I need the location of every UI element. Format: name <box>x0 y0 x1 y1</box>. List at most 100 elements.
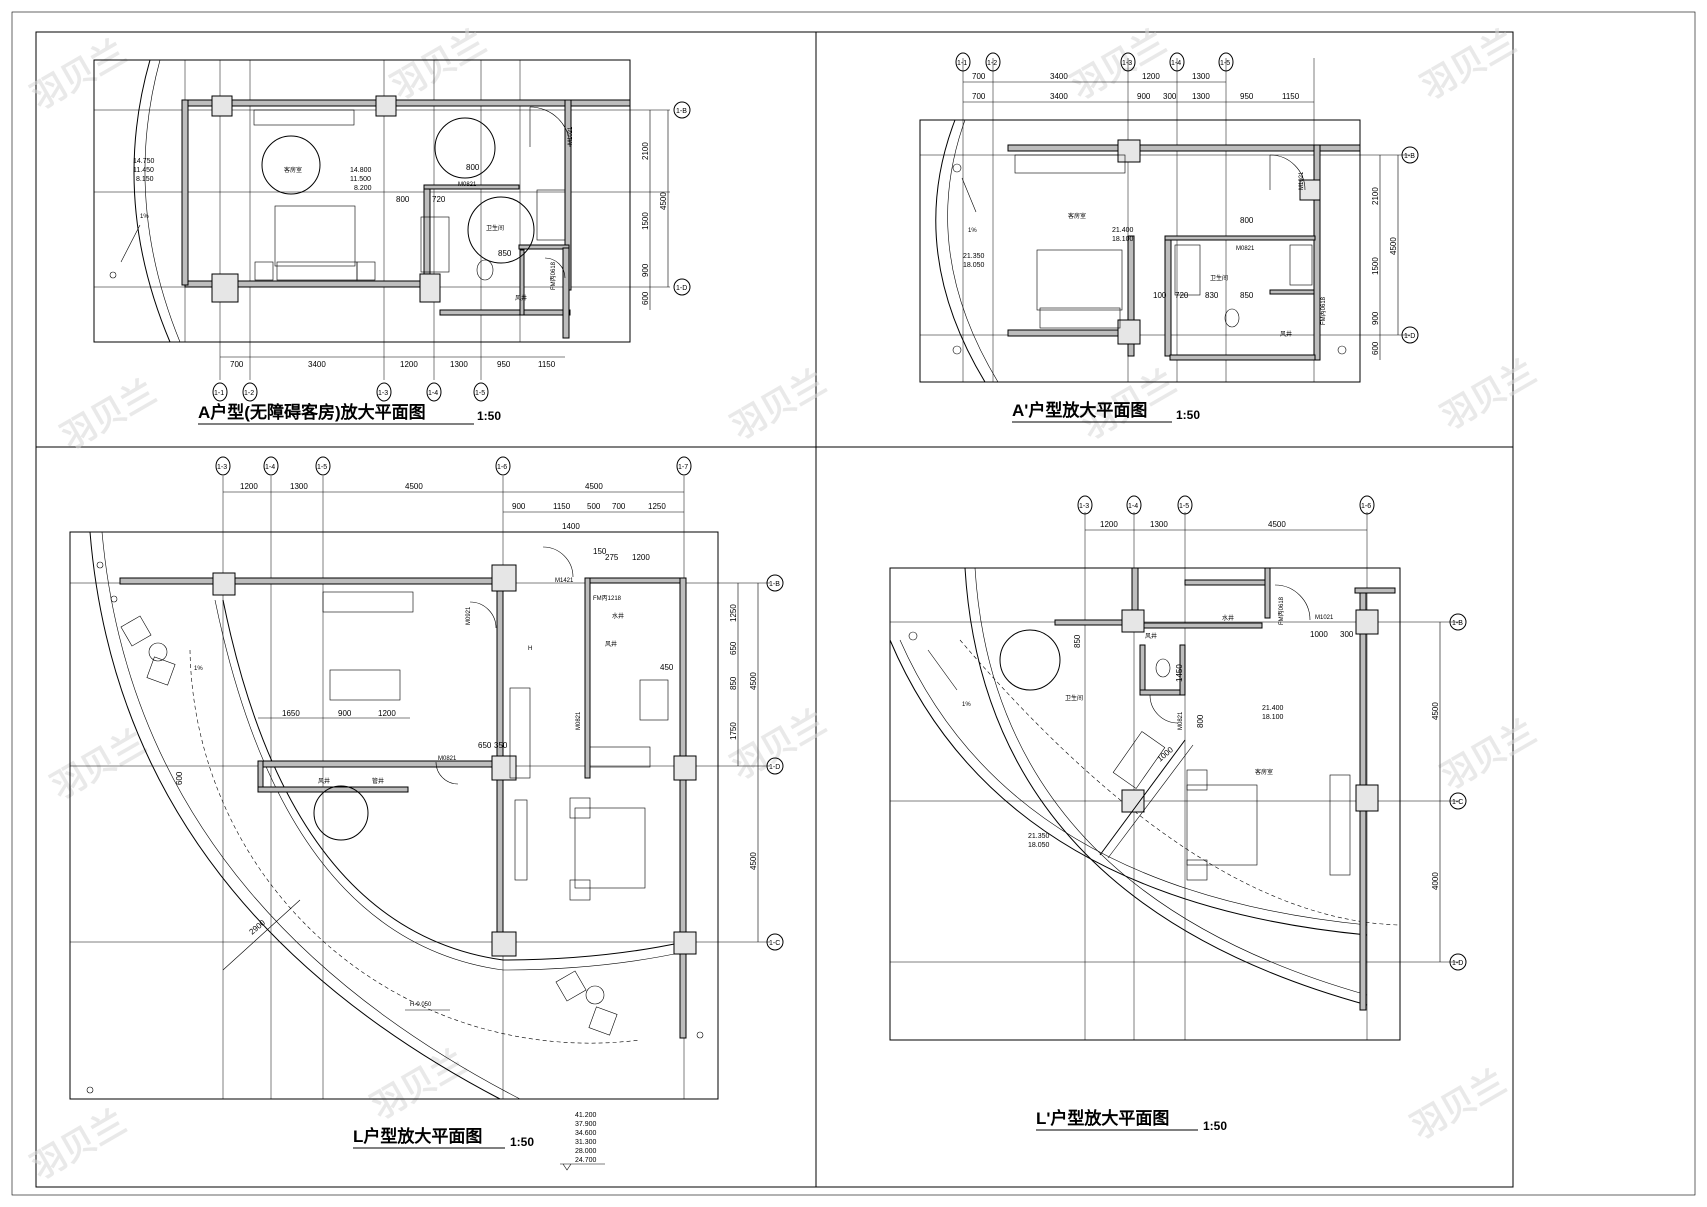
svg-text:管井: 管井 <box>372 777 384 785</box>
svg-text:1500: 1500 <box>1371 257 1380 275</box>
svg-text:客房室: 客房室 <box>1068 212 1086 220</box>
svg-text:风井: 风井 <box>1280 330 1292 338</box>
svg-text:2900: 2900 <box>248 918 268 937</box>
svg-text:700: 700 <box>230 360 244 369</box>
svg-text:720: 720 <box>432 195 446 204</box>
svg-text:1-B: 1-B <box>676 108 687 115</box>
svg-text:950: 950 <box>1240 92 1254 101</box>
svg-text:1-6: 1-6 <box>1361 503 1371 510</box>
svg-text:FM丙0618: FM丙0618 <box>1320 296 1327 325</box>
svg-text:1200: 1200 <box>378 709 396 718</box>
svg-text:1%: 1% <box>140 214 149 220</box>
svg-text:1500: 1500 <box>641 212 650 230</box>
svg-text:1-D: 1-D <box>769 764 780 771</box>
svg-text:风井: 风井 <box>605 640 617 648</box>
svg-text:1-4: 1-4 <box>1171 60 1181 67</box>
svg-text:1300: 1300 <box>450 360 468 369</box>
svg-text:11.450: 11.450 <box>133 167 154 174</box>
svg-text:羽贝兰: 羽贝兰 <box>1435 713 1542 797</box>
svg-text:1-B: 1-B <box>1452 620 1463 627</box>
svg-text:M0821: M0821 <box>438 756 457 762</box>
svg-text:3400: 3400 <box>1050 92 1068 101</box>
svg-text:300: 300 <box>1163 92 1177 101</box>
svg-text:900: 900 <box>1137 92 1151 101</box>
svg-text:4000: 4000 <box>1431 872 1440 890</box>
svg-text:21.400: 21.400 <box>1262 705 1284 712</box>
svg-text:14.750: 14.750 <box>133 158 155 165</box>
svg-text:21.400: 21.400 <box>1112 227 1134 234</box>
svg-text:1-D: 1-D <box>1452 960 1463 967</box>
svg-text:1-2: 1-2 <box>987 60 997 67</box>
svg-text:1-1: 1-1 <box>957 60 967 67</box>
svg-text:H: H <box>528 646 532 652</box>
svg-text:18.050: 18.050 <box>963 262 985 269</box>
svg-text:M0821: M0821 <box>1178 711 1184 730</box>
svg-text:700: 700 <box>612 502 626 511</box>
svg-text:1200: 1200 <box>1100 520 1118 529</box>
svg-text:水井: 水井 <box>1222 614 1234 622</box>
svg-text:18.100: 18.100 <box>1112 236 1134 243</box>
svg-text:1-7: 1-7 <box>678 464 688 471</box>
svg-text:羽贝兰: 羽贝兰 <box>1435 353 1542 437</box>
svg-text:18.050: 18.050 <box>1028 842 1050 849</box>
svg-text:950: 950 <box>497 360 511 369</box>
svg-text:21.350: 21.350 <box>963 253 985 260</box>
svg-text:羽贝兰: 羽贝兰 <box>365 1043 472 1127</box>
svg-text:1-5: 1-5 <box>1179 503 1189 510</box>
svg-text:4500: 4500 <box>1268 520 1286 529</box>
svg-text:4500: 4500 <box>405 482 423 491</box>
svg-text:1200: 1200 <box>400 360 418 369</box>
svg-text:34.600: 34.600 <box>575 1130 597 1137</box>
plan-a-prime-scale: 1:50 <box>1176 408 1200 422</box>
svg-text:2100: 2100 <box>641 142 650 160</box>
svg-text:800: 800 <box>396 195 410 204</box>
svg-text:1750: 1750 <box>729 722 738 740</box>
svg-text:1-D: 1-D <box>1404 333 1415 340</box>
svg-text:800: 800 <box>1196 714 1205 728</box>
svg-text:卫生间: 卫生间 <box>1065 694 1083 702</box>
svg-text:羽贝兰: 羽贝兰 <box>45 723 152 807</box>
svg-text:M1021: M1021 <box>1315 615 1334 621</box>
svg-text:900: 900 <box>641 263 650 277</box>
svg-text:3400: 3400 <box>308 360 326 369</box>
svg-text:1150: 1150 <box>1282 92 1300 101</box>
svg-text:720: 720 <box>1175 291 1189 300</box>
svg-text:1%: 1% <box>194 666 203 672</box>
svg-text:3400: 3400 <box>1050 72 1068 81</box>
svg-text:28.000: 28.000 <box>575 1148 597 1155</box>
svg-text:羽贝兰: 羽贝兰 <box>55 373 162 457</box>
svg-text:1400: 1400 <box>562 522 580 531</box>
svg-text:风井: 风井 <box>1145 632 1157 640</box>
svg-text:14.800: 14.800 <box>350 167 372 174</box>
svg-text:850: 850 <box>1240 291 1254 300</box>
svg-text:830: 830 <box>1205 291 1219 300</box>
level-stack: 41.200 37.900 34.600 31.300 28.000 24.70… <box>560 1112 605 1171</box>
svg-text:1000: 1000 <box>1310 630 1328 639</box>
svg-text:850: 850 <box>1073 634 1082 648</box>
svg-text:1%: 1% <box>968 228 977 234</box>
svg-text:24.700: 24.700 <box>575 1157 597 1164</box>
svg-text:600: 600 <box>175 771 184 785</box>
svg-text:4500: 4500 <box>1431 702 1440 720</box>
svg-text:客房室: 客房室 <box>284 166 302 174</box>
svg-text:M0821: M0821 <box>1236 246 1255 252</box>
svg-text:500: 500 <box>587 502 601 511</box>
svg-text:850: 850 <box>498 249 512 258</box>
svg-text:1%: 1% <box>962 702 971 708</box>
plan-a: 1% 14.750 11.450 8.150 14.800 11.500 8.2… <box>93 59 691 425</box>
svg-text:8.150: 8.150 <box>136 176 154 183</box>
svg-text:羽贝兰: 羽贝兰 <box>1415 23 1522 107</box>
svg-text:M0921: M0921 <box>466 606 472 625</box>
svg-text:650: 650 <box>478 741 492 750</box>
svg-text:700: 700 <box>972 92 986 101</box>
svg-text:1650: 1650 <box>282 709 300 718</box>
svg-text:风井: 风井 <box>515 294 527 302</box>
svg-text:650: 650 <box>729 641 738 655</box>
plan-l: 1% H H-0.050 水井 风井 风井 管井 M1421 FM丙1218 M… <box>69 456 784 1171</box>
svg-text:4500: 4500 <box>585 482 603 491</box>
svg-text:41.200: 41.200 <box>575 1112 597 1119</box>
svg-text:1-5: 1-5 <box>475 390 485 397</box>
svg-text:450: 450 <box>660 663 674 672</box>
svg-text:1-5: 1-5 <box>1220 60 1230 67</box>
svg-text:600: 600 <box>641 291 650 305</box>
